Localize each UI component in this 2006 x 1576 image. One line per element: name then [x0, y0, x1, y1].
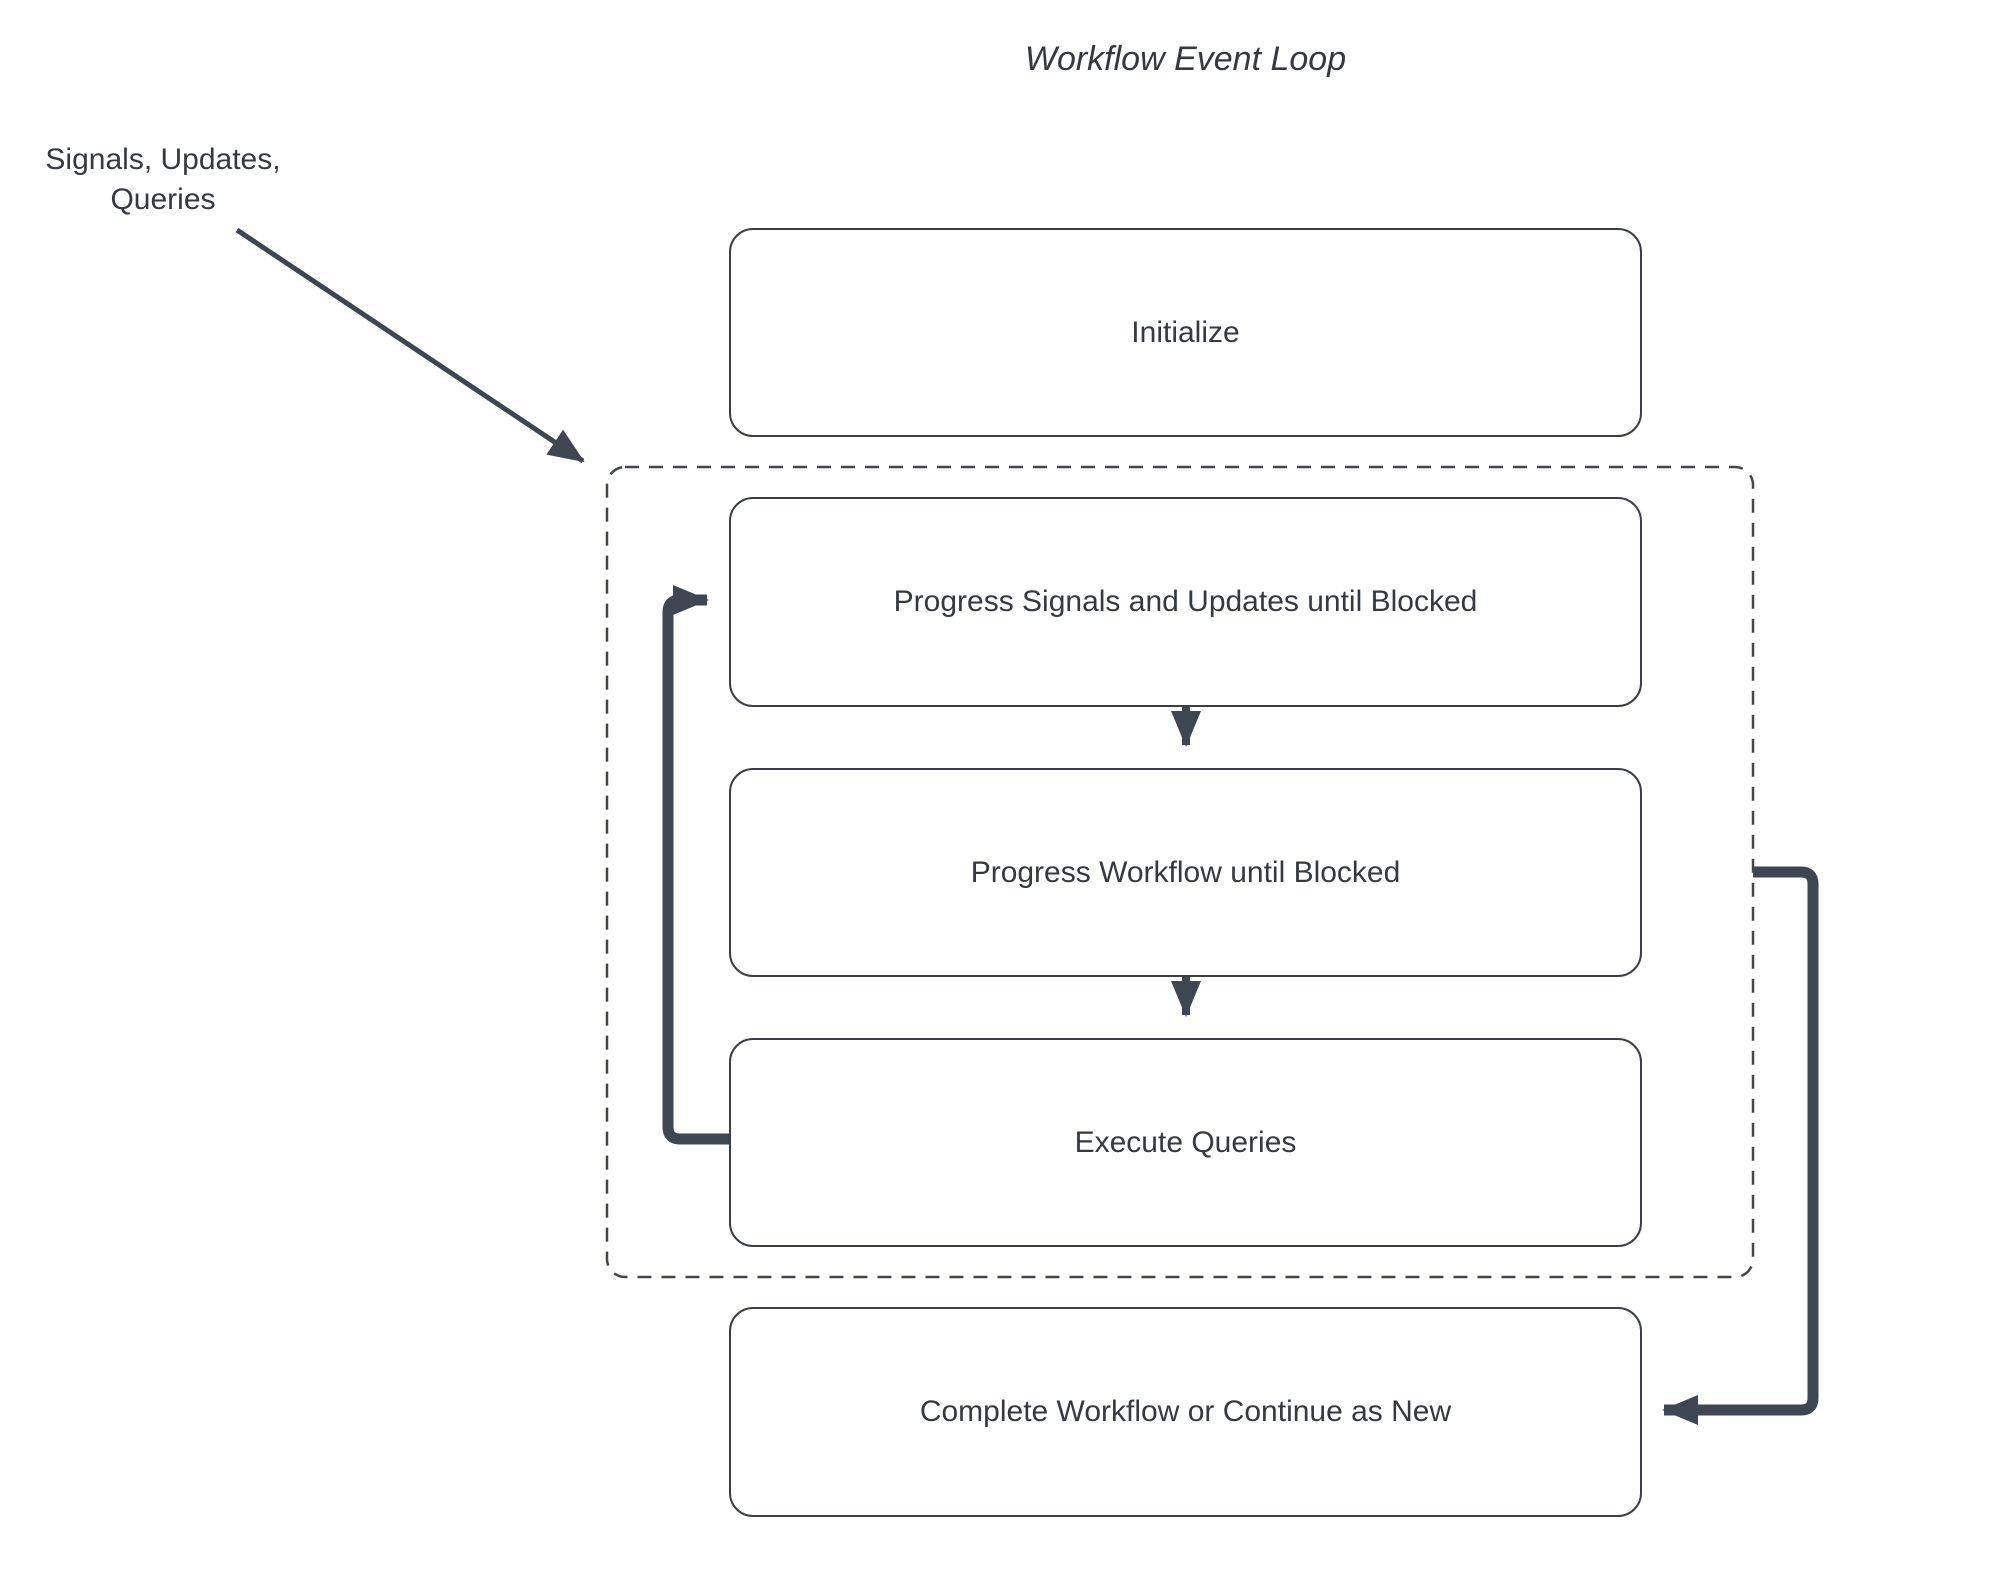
- node-initialize: Initialize: [729, 228, 1642, 437]
- diagram-title: Workflow Event Loop: [1024, 40, 1347, 78]
- node-execute-queries: Execute Queries: [729, 1038, 1642, 1247]
- exit-arrow: [1662, 866, 1819, 1425]
- node-progress-workflow: Progress Workflow until Blocked: [729, 768, 1642, 977]
- external-events-arrow: [235, 227, 585, 464]
- node-progress-signals: Progress Signals and Updates until Block…: [729, 497, 1642, 707]
- loop-back-arrow: [662, 585, 729, 1145]
- external-events-label: Signals, Updates, Queries: [45, 143, 281, 216]
- node-complete-workflow: Complete Workflow or Continue as New: [729, 1307, 1642, 1517]
